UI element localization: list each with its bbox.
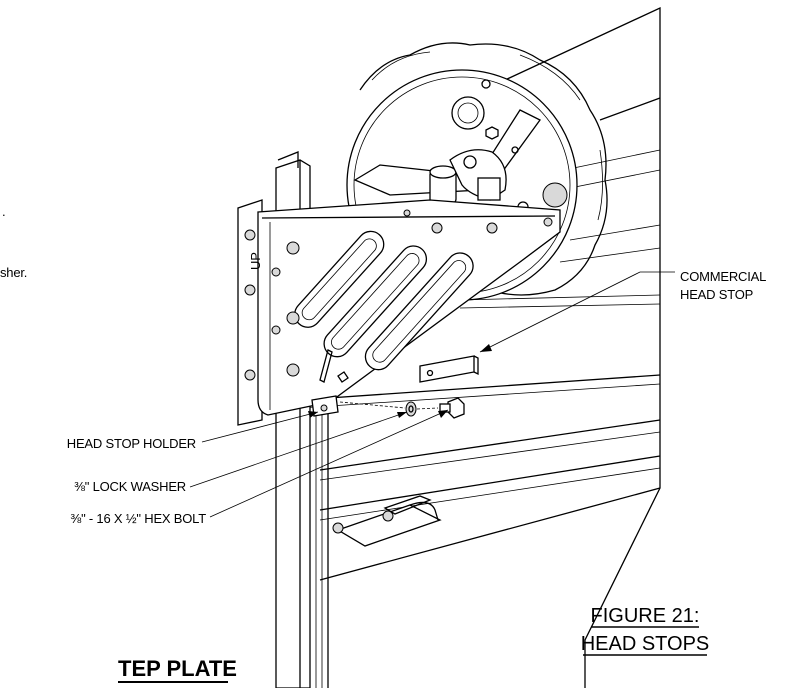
- callout-head-stop-holder: HEAD STOP HOLDER: [67, 436, 196, 451]
- callout-lock-washer: ⅜" LOCK WASHER: [74, 479, 186, 494]
- callout-commercial-head-stop-line2: HEAD STOP: [680, 287, 753, 302]
- left-text-fragment-2: sher.: [0, 265, 27, 280]
- hex-bolt-part: [439, 397, 465, 419]
- figure-caption-line1: FIGURE 21:: [591, 605, 700, 627]
- leader-lines: [189, 271, 675, 518]
- bracket-bolts: [244, 209, 553, 381]
- figure-caption-line2: HEAD STOPS: [581, 633, 710, 655]
- mounting-bracket: UP: [244, 199, 561, 416]
- bracket-stamp-up: UP: [248, 252, 263, 270]
- left-text-fragment-1: .: [2, 204, 5, 219]
- lock-washer-part: [405, 401, 417, 417]
- callout-commercial-head-stop-line1: COMMERCIAL: [680, 269, 766, 284]
- door-panel: [299, 6, 661, 688]
- callout-hex-bolt: ⅜" - 16 X ½" HEX BOLT: [70, 511, 206, 526]
- section-heading-fragment: TEP PLATE: [118, 656, 237, 681]
- lower-track-guide: [332, 495, 442, 547]
- head-stop-holder-part: [311, 395, 339, 417]
- commercial-head-stop-part: [419, 355, 479, 383]
- bracket-slots: [294, 230, 474, 371]
